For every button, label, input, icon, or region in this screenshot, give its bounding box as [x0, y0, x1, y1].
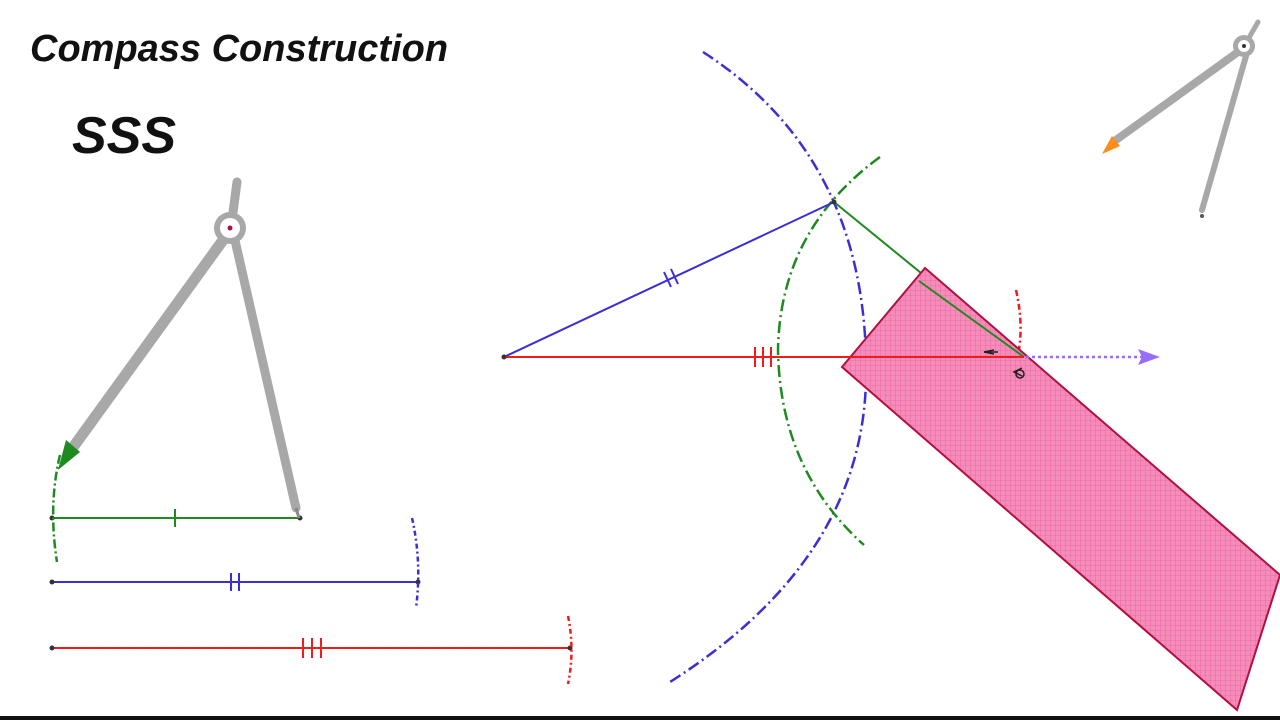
ruler-icon[interactable] [840, 266, 1280, 712]
bottom-border [0, 716, 1280, 720]
given-segment-three [49, 615, 573, 685]
small-compass-icon[interactable] [1102, 19, 1261, 218]
triangle-side-one-overlay [918, 280, 1025, 358]
large-compass-icon[interactable] [58, 177, 301, 519]
tick-mark-triple [754, 347, 772, 367]
construction-arc-red [1014, 289, 1022, 356]
compass-tip-pencil [1102, 136, 1120, 154]
construction-type-label: SSS [72, 107, 177, 165]
tick-mark-double [230, 573, 240, 591]
page-title: Compass Construction [30, 28, 449, 70]
construction-arc-blue [669, 50, 868, 684]
arc-segment-three [566, 615, 573, 685]
given-segment-two [49, 517, 421, 609]
triangle-side-two [503, 201, 835, 358]
tick-mark-double [663, 268, 679, 288]
construction-arc-green [776, 155, 881, 546]
tick-mark-triple [302, 638, 322, 658]
compass-tip-pencil [58, 440, 80, 470]
arc-segment-one [51, 454, 62, 563]
cursor-icon [983, 349, 1025, 379]
direction-arrow [1026, 349, 1160, 365]
arc-segment-two [410, 517, 420, 609]
given-segment-one [49, 454, 303, 563]
